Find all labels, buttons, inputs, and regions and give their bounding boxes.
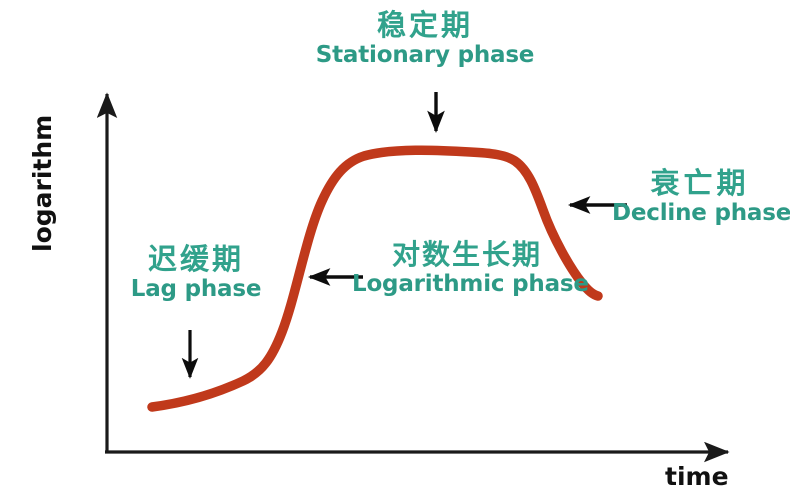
decline-phase-label-cn: 衰亡期 xyxy=(650,166,750,200)
lag-phase-label-cn: 迟缓期 xyxy=(147,242,244,276)
decline-phase-label-en: Decline phase xyxy=(612,200,790,227)
x-axis-title: time xyxy=(665,462,729,491)
stationary-phase-label: 稳定期 Stationary phase xyxy=(300,8,550,69)
lag-phase-label: 迟缓期 Lag phase xyxy=(120,242,272,303)
logarithmic-phase-label: 对数生长期 Logarithmic phase xyxy=(352,238,589,298)
logarithmic-phase-label-cn: 对数生长期 xyxy=(391,238,542,271)
lag-phase-label-en: Lag phase xyxy=(130,276,262,303)
y-axis-title: logarithm xyxy=(28,0,57,252)
decline-phase-label: 衰亡期 Decline phase xyxy=(612,166,790,227)
growth-curve-path xyxy=(147,145,603,412)
stationary-phase-label-cn: 稳定期 xyxy=(376,8,473,42)
logarithmic-phase-label-en: Logarithmic phase xyxy=(352,271,589,298)
stationary-phase-label-en: Stationary phase xyxy=(315,42,535,69)
y-axis-title-text: logarithm xyxy=(28,114,57,252)
